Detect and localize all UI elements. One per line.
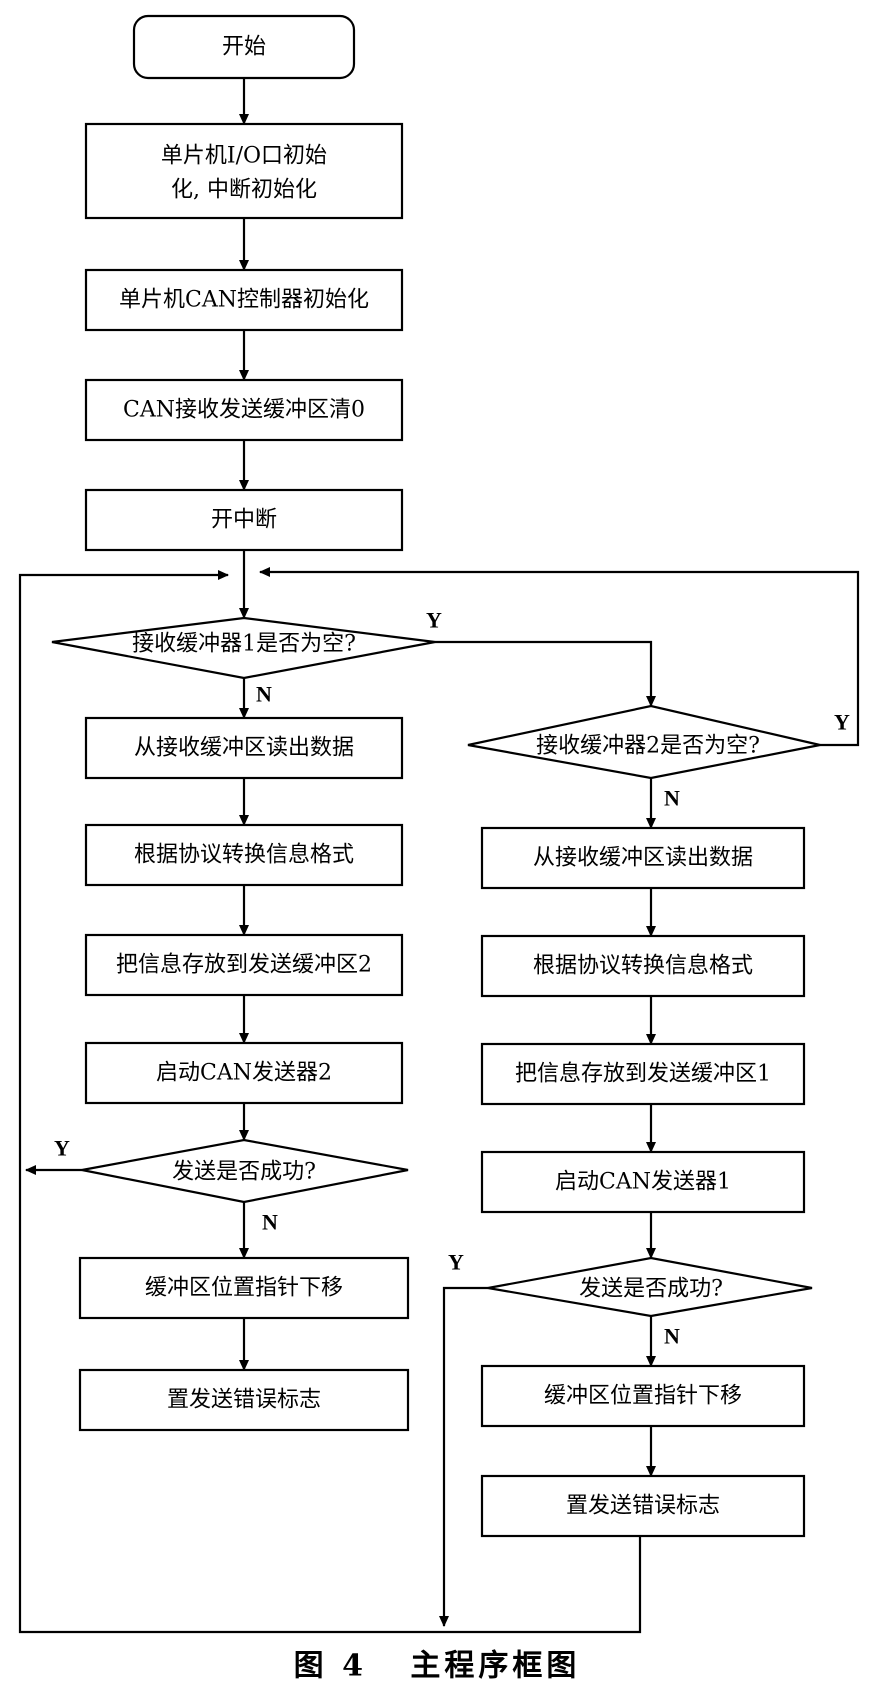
start-node-label: 开始 [222, 35, 266, 60]
r-err-label: 置发送错误标志 [566, 1494, 720, 1519]
l-read-node: 从接收缓冲区读出数据 [84, 716, 404, 780]
l-convert-label: 根据协议转换信息格式 [134, 843, 354, 868]
r-store-node: 把信息存放到发送缓冲区1 [480, 1042, 806, 1106]
check-buf1-decision: 接收缓冲器1是否为空? [51, 616, 436, 680]
edge-buf1-yes [435, 640, 656, 707]
io-init-node: 单片机I/O口初始 化, 中断初始化 [84, 122, 404, 220]
l-tx-no-label: N [262, 1210, 278, 1235]
l-err-node: 置发送错误标志 [78, 1368, 410, 1432]
r-check-tx-label: 发送是否成功? [579, 1277, 723, 1302]
r-start-tx-node: 启动CAN发送器1 [480, 1150, 806, 1214]
buffer-clear-node: CAN接收发送缓冲区清0 [84, 378, 404, 442]
r-check-tx-decision: 发送是否成功? [487, 1256, 813, 1318]
figure-caption: 图 4 主程序框图 [294, 1649, 581, 1684]
buf1-yes-label: Y [426, 608, 442, 633]
r-read-label: 从接收缓冲区读出数据 [533, 846, 753, 871]
r-convert-label: 根据协议转换信息格式 [533, 954, 753, 979]
l-ptr-label: 缓冲区位置指针下移 [145, 1276, 343, 1301]
r-ptr-node: 缓冲区位置指针下移 [480, 1364, 806, 1428]
enable-int-label: 开中断 [211, 508, 277, 533]
l-convert-node: 根据协议转换信息格式 [84, 823, 404, 887]
check-buf2-decision: 接收缓冲器2是否为空? [467, 704, 821, 780]
r-tx-no-label: N [664, 1324, 680, 1349]
buffer-clear-label: CAN接收发送缓冲区清0 [123, 398, 365, 423]
edge-r-tx-yes [439, 1286, 488, 1627]
check-buf1-label: 接收缓冲器1是否为空? [132, 632, 356, 657]
io-init-label-line2: 化, 中断初始化 [171, 178, 317, 203]
edge-buf2-yes-return [259, 567, 860, 747]
can-ctrl-init-node: 单片机CAN控制器初始化 [84, 268, 404, 332]
enable-int-node: 开中断 [84, 488, 404, 552]
start-node: 开始 [132, 14, 356, 80]
r-start-tx-label: 启动CAN发送器1 [555, 1170, 731, 1195]
edge-labels: Y N Y N Y N Y N [54, 608, 850, 1349]
buf1-no-label: N [256, 682, 272, 707]
r-convert-node: 根据协议转换信息格式 [480, 934, 806, 998]
l-read-label: 从接收缓冲区读出数据 [134, 736, 354, 761]
r-tx-yes-label: Y [448, 1250, 464, 1275]
r-ptr-label: 缓冲区位置指针下移 [544, 1384, 742, 1409]
r-store-label: 把信息存放到发送缓冲区1 [515, 1062, 771, 1087]
l-tx-yes-label: Y [54, 1136, 70, 1161]
edge-bottom-return [18, 1170, 642, 1634]
io-init-label-line1: 单片机I/O口初始 [161, 144, 327, 169]
l-start-tx-node: 启动CAN发送器2 [84, 1041, 404, 1105]
l-ptr-node: 缓冲区位置指针下移 [78, 1256, 410, 1320]
can-ctrl-init-label: 单片机CAN控制器初始化 [119, 288, 369, 313]
connectors [18, 78, 860, 1634]
l-start-tx-label: 启动CAN发送器2 [156, 1061, 332, 1086]
l-check-tx-label: 发送是否成功? [172, 1160, 316, 1185]
l-err-label: 置发送错误标志 [167, 1388, 321, 1413]
edge-left-loop-return [18, 570, 229, 1170]
l-store-label: 把信息存放到发送缓冲区2 [116, 953, 372, 978]
buf2-no-label: N [664, 786, 680, 811]
check-buf2-label: 接收缓冲器2是否为空? [536, 734, 760, 759]
r-read-node: 从接收缓冲区读出数据 [480, 826, 806, 890]
buf2-yes-label: Y [834, 710, 850, 735]
l-store-node: 把信息存放到发送缓冲区2 [84, 933, 404, 997]
l-check-tx-decision: 发送是否成功? [81, 1138, 409, 1204]
r-err-node: 置发送错误标志 [480, 1474, 806, 1538]
